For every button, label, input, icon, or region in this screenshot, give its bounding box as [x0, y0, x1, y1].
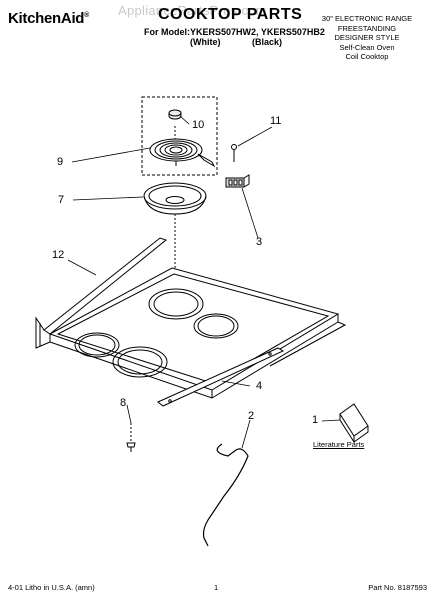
callout-11: 11	[270, 115, 282, 127]
part-2-wire-retainer	[202, 443, 249, 547]
part-10-element-cap	[168, 109, 182, 120]
model-number-black: YKERS507HB2	[260, 27, 325, 37]
footer-part-number: Part No. 8187593	[368, 583, 427, 592]
part-11-screw	[231, 144, 237, 162]
spec-line-freestanding: FREESTANDING	[337, 23, 397, 33]
spec-line-cooktop: Coil Cooktop	[345, 52, 389, 61]
watermark-text: AppliancePartsPros.com	[118, 3, 267, 18]
brand-registered-mark: ®	[84, 12, 90, 19]
color-label-black: (Black)	[252, 37, 283, 47]
callout-12: 12	[52, 249, 65, 261]
callout-10: 10	[192, 119, 205, 131]
part-1-literature	[339, 403, 369, 444]
footer-litho: 4-01 Litho in U.S.A. (amn)	[8, 583, 95, 592]
model-number-white: YKERS507HW2,	[190, 27, 259, 37]
callout-2: 2	[248, 410, 255, 422]
color-label-white: (White)	[190, 37, 221, 47]
spec-line-range: 30" ELECTRONIC RANGE	[321, 14, 413, 23]
part-3-terminal-block	[225, 174, 250, 188]
callout-4: 4	[256, 380, 263, 392]
footer-page-number: 1	[214, 583, 219, 592]
part-9-coil-element	[149, 138, 216, 168]
brand-logo: KitchenAid®	[8, 10, 89, 27]
callout-1: 1	[312, 414, 319, 426]
part-12-cooktop	[35, 237, 347, 399]
model-prefix: For Model:	[144, 27, 190, 37]
spec-line-oven: Self-Clean Oven	[339, 42, 395, 52]
callout-3: 3	[256, 236, 263, 248]
part-4-front-trim	[157, 347, 285, 407]
spec-block: 30" ELECTRONIC RANGE FREESTANDING DESIGN…	[307, 14, 427, 62]
burner-group-box	[141, 96, 218, 176]
part-7-drip-bowl	[143, 182, 207, 215]
page-title: COOKTOP PARTS	[158, 6, 303, 23]
callout-7: 7	[58, 194, 65, 206]
callout-9: 9	[57, 156, 64, 168]
spec-line-style: DESIGNER STYLE	[334, 33, 400, 42]
leader-lines	[67, 115, 341, 449]
model-line: For Model:YKERS507HW2, YKERS507HB2	[144, 27, 325, 37]
brand-name: KitchenAid	[8, 10, 85, 27]
callout-8: 8	[120, 397, 127, 409]
literature-parts-label: Literature Parts	[313, 440, 365, 449]
part-8-screw	[126, 423, 136, 452]
